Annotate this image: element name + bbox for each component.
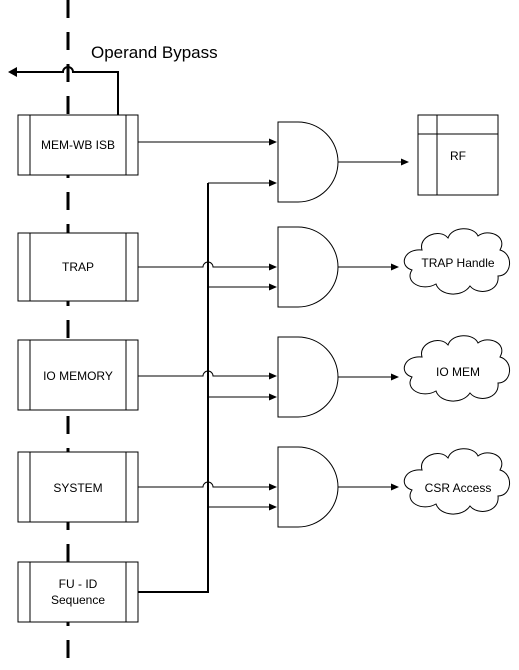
operand-bypass-label: Operand Bypass bbox=[91, 43, 218, 62]
operand-bypass-line bbox=[14, 66, 119, 115]
stage-label-line2: Sequence bbox=[51, 593, 105, 607]
stage-label: TRAP bbox=[62, 260, 94, 274]
wire-system-to-gate4 bbox=[138, 481, 277, 491]
stage-box-system: SYSTEM bbox=[17, 451, 139, 523]
io-mem-label: IO MEM bbox=[436, 365, 480, 379]
operand-bypass-arrowhead bbox=[8, 67, 17, 77]
stage-label: MEM-WB ISB bbox=[41, 138, 115, 152]
stage-box-trap: TRAP bbox=[17, 232, 139, 302]
stage-label: SYSTEM bbox=[53, 481, 102, 495]
stage-box-mem-wb-isb: MEM-WB ISB bbox=[17, 114, 139, 176]
and-gate-4 bbox=[277, 446, 339, 528]
wire-io-memory-to-gate3 bbox=[138, 370, 277, 380]
fu-id-sequence-bus bbox=[138, 183, 209, 593]
stage-label-line1: FU - ID bbox=[59, 577, 98, 591]
cloud-io-mem: IO MEM bbox=[403, 335, 510, 402]
and-gate-3 bbox=[277, 336, 339, 418]
and-gate-2 bbox=[277, 226, 339, 308]
cloud-trap-handle: TRAP Handle bbox=[403, 228, 510, 295]
and-gate-1 bbox=[277, 121, 339, 203]
rf-register-file-box: RF bbox=[417, 114, 499, 196]
cloud-csr-access: CSR Access bbox=[403, 448, 510, 515]
stage-box-io-memory: IO MEMORY bbox=[17, 339, 139, 411]
stage-box-fu-id-sequence: FU - ID Sequence bbox=[17, 561, 139, 623]
rf-label: RF bbox=[450, 149, 466, 163]
trap-handle-label: TRAP Handle bbox=[421, 256, 494, 270]
csr-access-label: CSR Access bbox=[425, 481, 492, 495]
wire-trap-to-gate2 bbox=[138, 261, 277, 271]
stage-label: IO MEMORY bbox=[43, 369, 113, 383]
